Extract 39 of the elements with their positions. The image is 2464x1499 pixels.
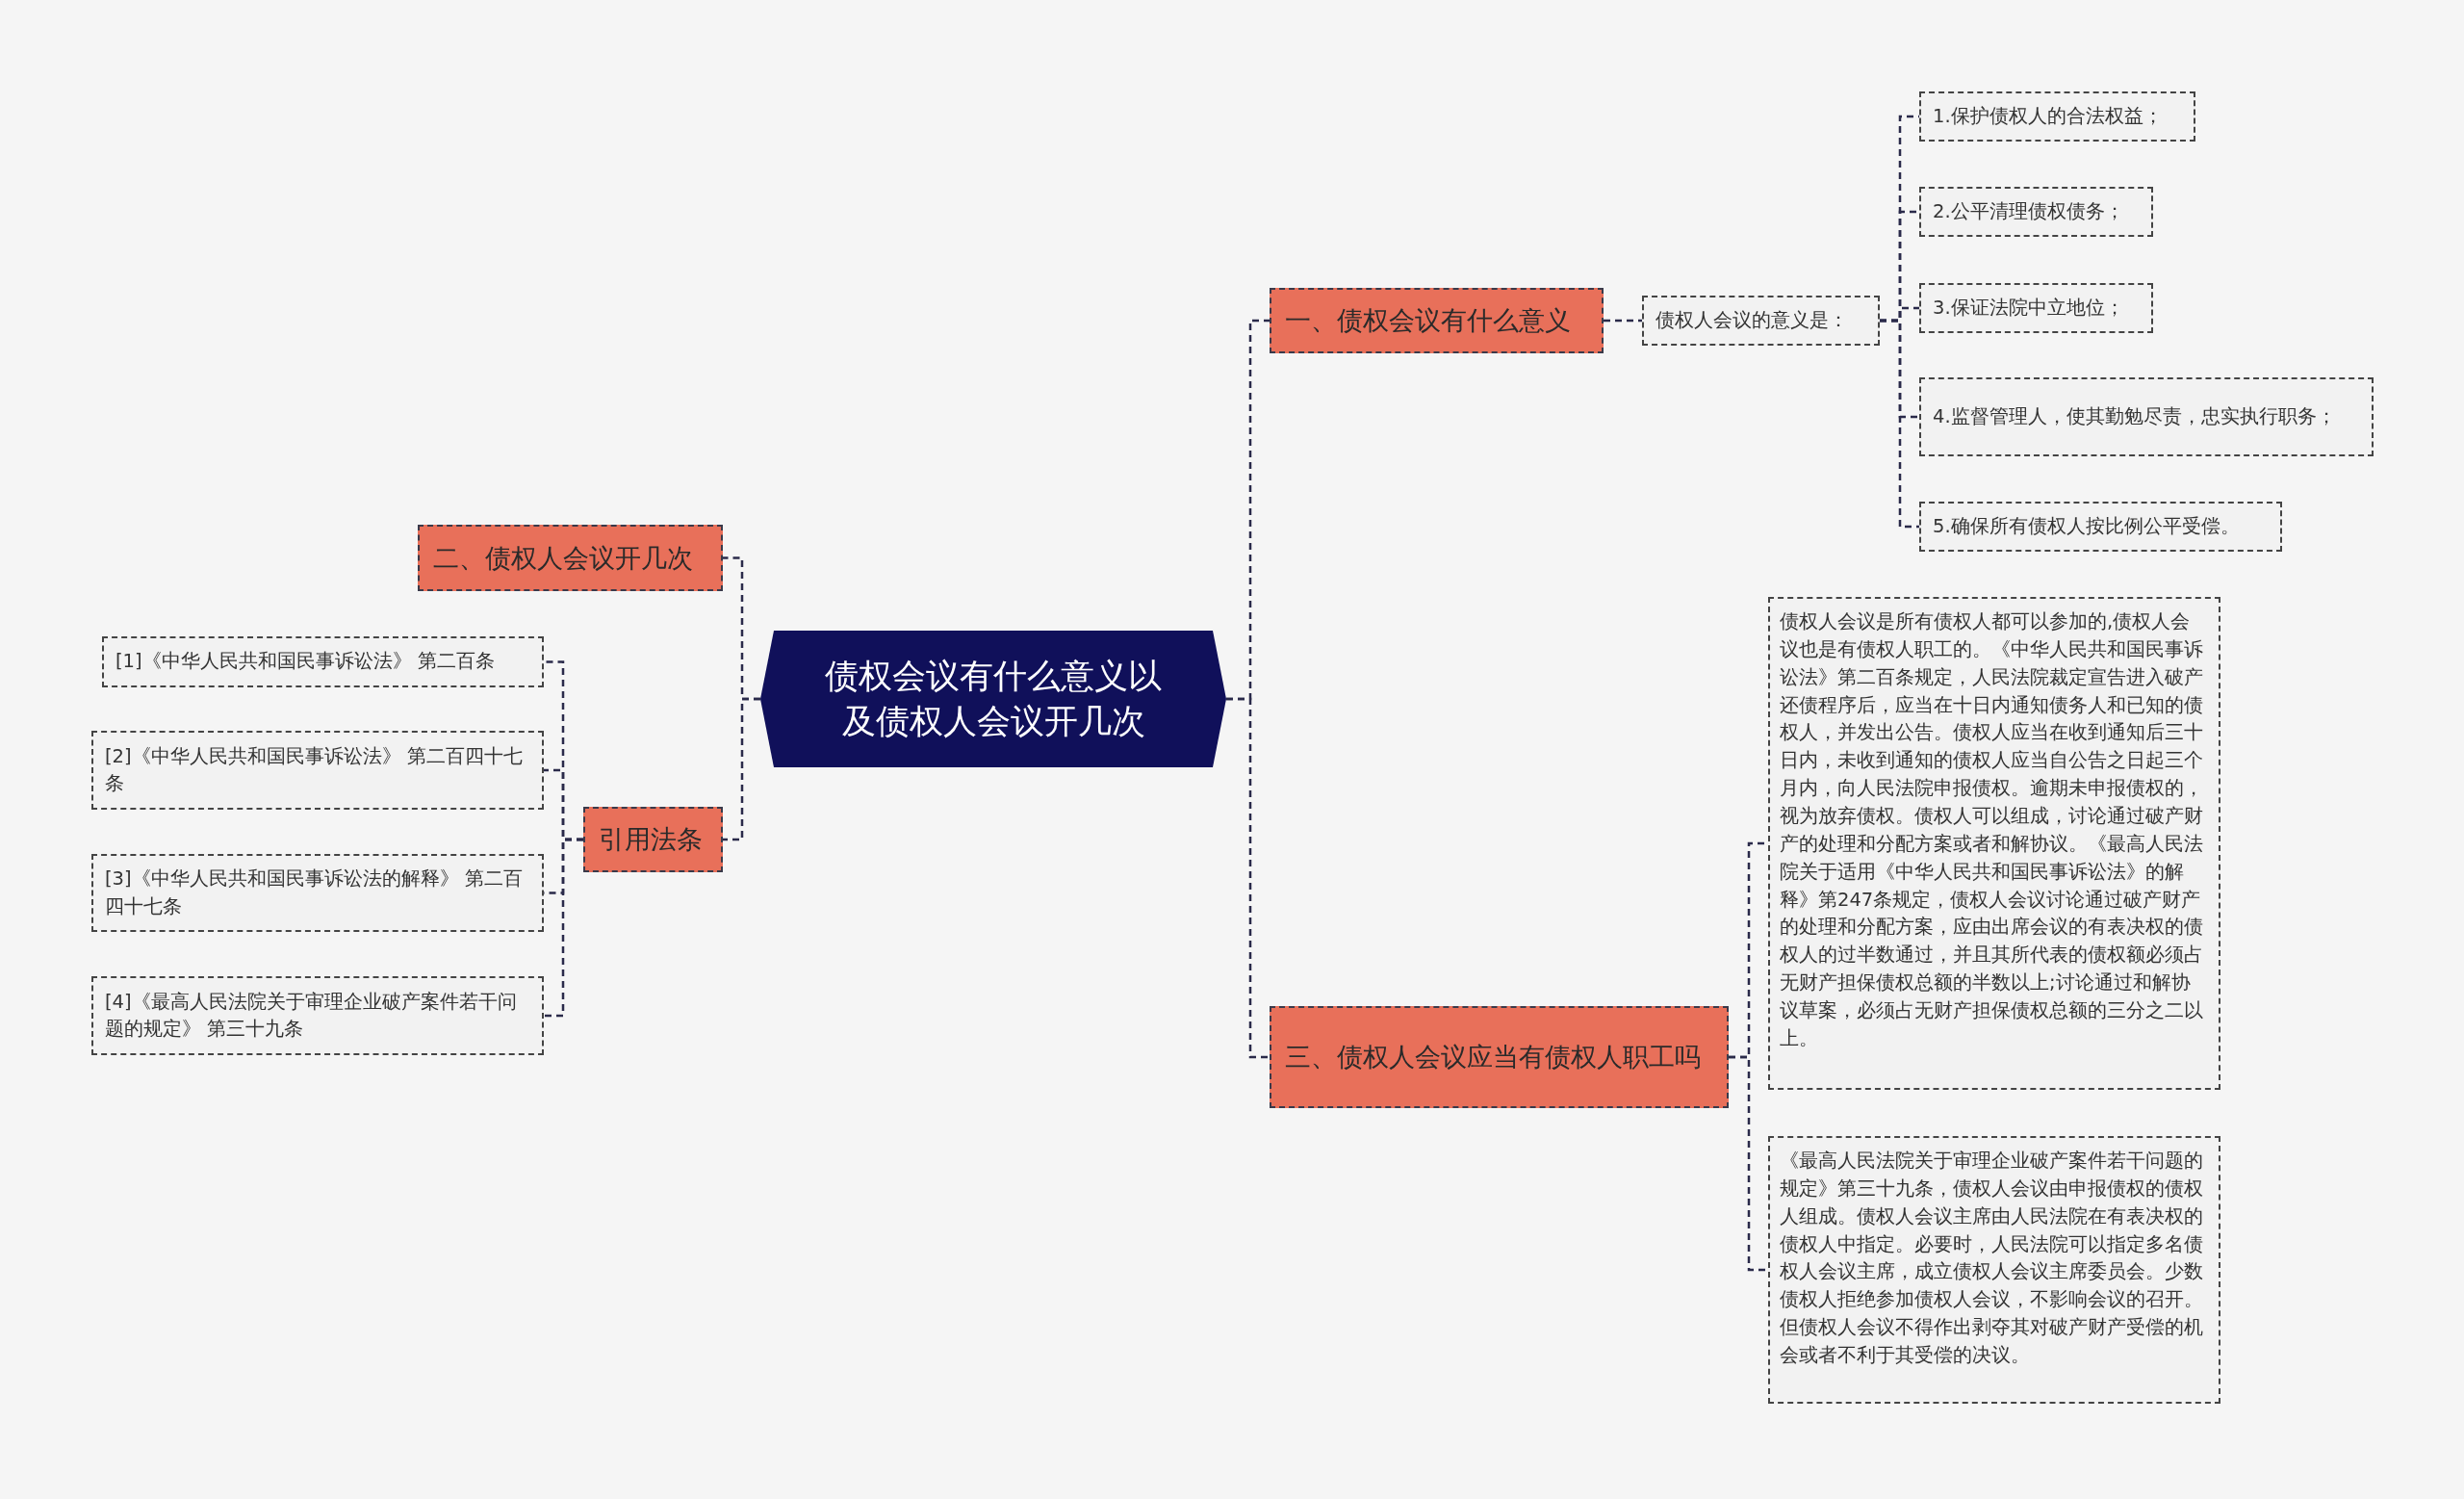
node-text: 二、债权人会议开几次 — [433, 541, 693, 575]
note-box — [1768, 1136, 2220, 1404]
node-text: 引用法条 — [599, 823, 703, 856]
note-box — [1919, 91, 2195, 142]
note-box — [91, 976, 544, 1055]
connector-line — [1604, 319, 1642, 323]
note-box — [1919, 187, 2153, 237]
node-text: 3.保证法院中立地位； — [1933, 295, 2124, 321]
connector-line — [723, 697, 760, 841]
node-text: 4.监督管理人，使其勤勉尽责，忠实执行职务； — [1933, 403, 2336, 429]
note-box — [91, 854, 544, 932]
node-text: 债权会议有什么意义以及债权人会议开几次 — [824, 655, 1163, 742]
note-box — [102, 636, 544, 687]
topic-box — [583, 807, 723, 872]
node-text: 1.保护债权人的合法权益； — [1933, 103, 2163, 129]
node-text: [2]《中华人民共和国民事诉讼法》 第二百四十七条 — [105, 743, 524, 796]
node-text: 一、债权会议有什么意义 — [1285, 304, 1571, 337]
node-text: 三、债权人会议应当有债权人职工吗 — [1285, 1041, 1701, 1073]
note-box — [1768, 597, 2220, 1090]
node-text: 债权人会议的意义是： — [1656, 307, 1848, 333]
node-text: 5.确保所有债权人按比例公平受偿。 — [1933, 513, 2240, 539]
connector-line — [1729, 1055, 1768, 1272]
node-text: 债权人会议是所有债权人都可以参加的,债权人会议也是有债权人职工的。《中华人民共和国民事诉讼法》第二百条规定，人民法院裁定宣告进入破产还债程序后，应当在十日内通知债务人和已知的债权人，并发出公告。债权人应当在收到通知后三十日内，未收到通知的债权人应当自公告之日起三个月内，向人民法院申报债权。逾期未申报债权的，视为放弃债权。债权人可以组成，讨论通过破产财产的处理和分配方案或者和解协议。《最高人民法院关于适用《中华人民共和国民事诉讼法》的解释》第247条规定，债权人会议讨论通过破产财产的处理和分配方案，应由出席会议的有表决权的债权人的过半数通过，并且其所代表的债权额必须占无财产担保债权总额的半数以上;讨论通过和解协议草案，必须占无财产担保债权总额的三分之二以上。 — [1780, 609, 2204, 1051]
node-text: [4]《最高人民法院关于审理企业破产案件若干问题的规定》 第三十九条 — [105, 989, 518, 1042]
connector-line — [1226, 697, 1270, 1059]
connector-line — [1880, 319, 1919, 529]
note-box — [1642, 296, 1880, 346]
note-box — [91, 731, 544, 810]
note-box — [1919, 283, 2153, 333]
note-box — [1919, 502, 2282, 552]
node-text: [1]《中华人民共和国民事诉讼法》 第二百条 — [116, 649, 495, 675]
note-box — [1919, 377, 2374, 456]
topic-box — [418, 525, 723, 591]
node-text: 2.公平清理债权债务； — [1933, 198, 2124, 224]
connector-line — [544, 838, 583, 1018]
topic-box — [1270, 288, 1604, 353]
topic-box — [1270, 1006, 1729, 1108]
node-text: [3]《中华人民共和国民事诉讼法的解释》 第二百四十七条 — [105, 866, 524, 919]
node-text: 《最高人民法院关于审理企业破产案件若干问题的规定》第三十九条，债权人会议由申报债权的债权人组成。债权人会议主席由人民法院在有表决权的债权人中指定。必要时，人民法院可以指定多名债权人会议主席，成立债权人会议主席委员会。少数债权人拒绝参加债权人会议，不影响会议的召开。但债权人会议不得作出剥夺其对破产财产受偿的机会或者不利于其受偿的决议。 — [1780, 1149, 2204, 1368]
